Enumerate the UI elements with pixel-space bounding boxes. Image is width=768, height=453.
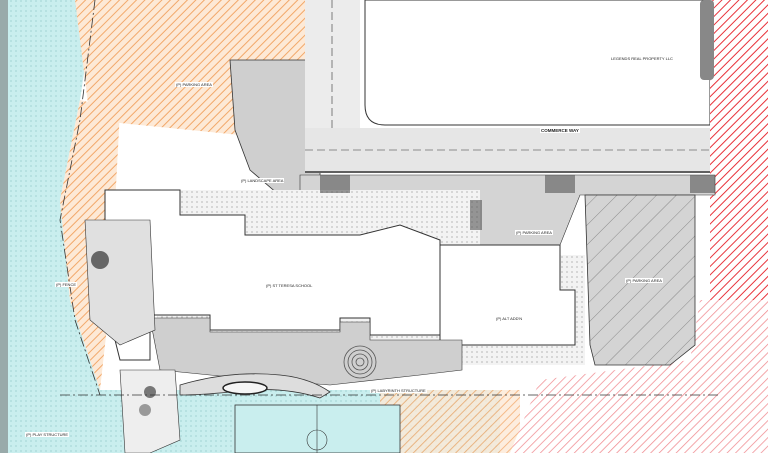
labyrinth (343, 345, 377, 379)
adjacent-parcel-label: LEGENDS REAL PROPERTY LLC (611, 56, 673, 61)
play-structure-label: (P) PLAY STRUCTURE (25, 432, 70, 437)
easement-hatch-south (380, 390, 520, 453)
school-label: (P) ST TERESA SCHOOL (266, 283, 313, 288)
parking-east-label: (P) PARKING AREA (625, 278, 663, 283)
road-vertical (305, 0, 360, 140)
school-building (104, 189, 461, 361)
landscape-label: (P) LANDSCAPE AREA (240, 178, 285, 183)
labyrinth-label: (P) LABYRINTH STRUCTURE (370, 388, 427, 393)
addition-building (439, 244, 576, 346)
soccer-field (234, 404, 401, 453)
parking-west-label: (P) PARKING AREA (175, 82, 213, 87)
parking-north-label: (P) PARKING AREA (515, 230, 553, 235)
crosswalks (320, 175, 715, 230)
fence-label: (P) FENCE (55, 282, 77, 287)
offsite-red-south (510, 300, 768, 453)
offsite-red-north (710, 0, 768, 300)
commerce-way (305, 128, 715, 173)
addition-label: (P) ALT ADD'N (496, 316, 523, 321)
play-area-west (84, 219, 156, 346)
adjacent-parcel (364, 0, 711, 126)
road-label: COMMERCE WAY (540, 128, 580, 133)
